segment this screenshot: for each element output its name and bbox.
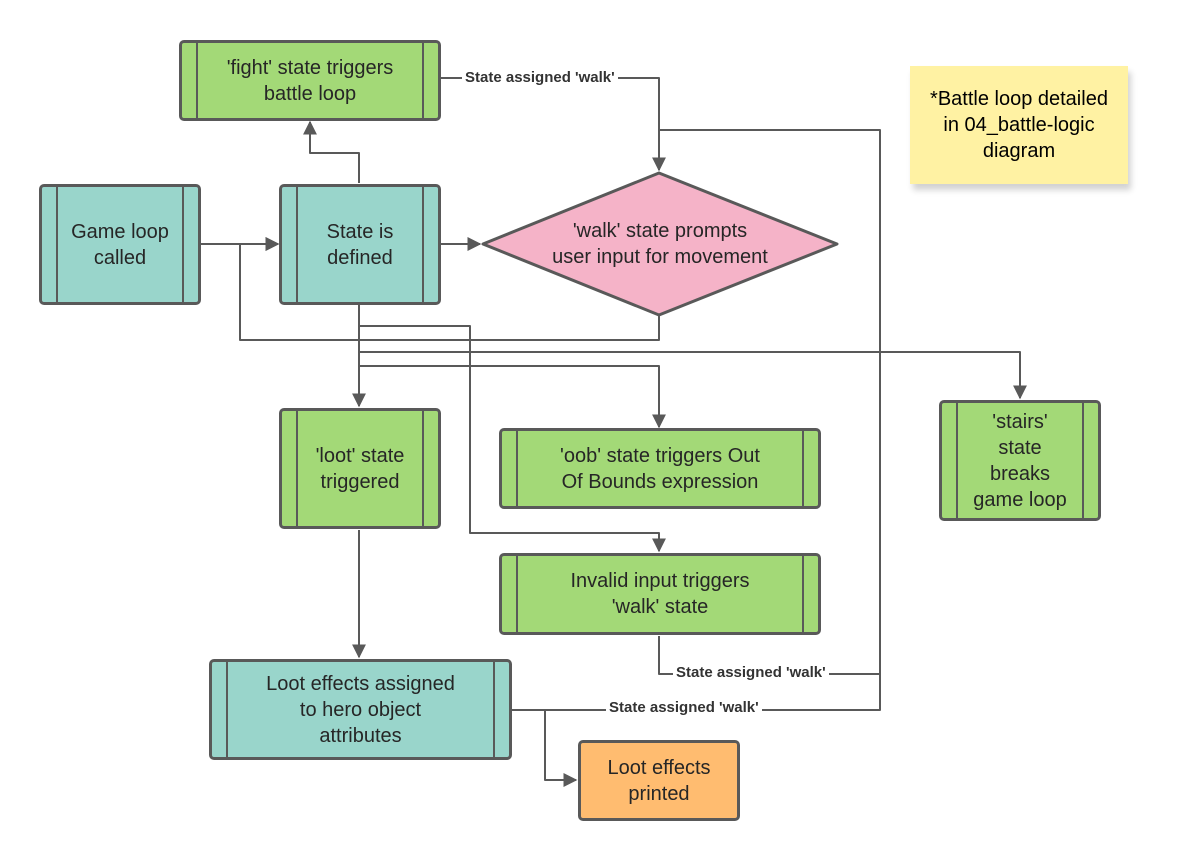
node-game-loop-label: Game loop called: [71, 220, 169, 269]
edge-label-loot-to-walk: State assigned 'walk': [606, 699, 762, 716]
node-game-loop: Game loop called: [39, 184, 201, 305]
edge-fight-to-walk: [441, 77, 666, 172]
node-oob-label: 'oob' state triggers Out Of Bounds expre…: [560, 444, 760, 493]
edge-effects-to-printed: [512, 709, 578, 787]
node-loot-printed-label: Loot effects printed: [607, 756, 711, 805]
sticky-note: *Battle loop detailed in 04_battle-logic…: [910, 66, 1128, 184]
node-stairs-label: 'stairs' state breaks game loop: [973, 410, 1067, 511]
node-walk-label: 'walk' state prompts user input for move…: [552, 220, 768, 268]
node-loot-effects: Loot effects assigned to hero object att…: [209, 659, 512, 760]
node-invalid-label: Invalid input triggers 'walk' state: [570, 570, 750, 618]
edge-state-to-fight: [303, 120, 360, 183]
node-loot-printed: Loot effects printed: [578, 740, 740, 821]
node-loot-label: 'loot' state triggered: [315, 444, 405, 493]
node-state-defined: State is defined: [279, 184, 441, 305]
node-oob: 'oob' state triggers Out Of Bounds expre…: [499, 428, 821, 509]
node-invalid: Invalid input triggers 'walk' state: [499, 553, 821, 635]
edge-label-invalid-to-walk: State assigned 'walk': [673, 664, 829, 681]
node-loot: 'loot' state triggered: [279, 408, 441, 529]
edge-state-to-invalid: [358, 305, 666, 553]
node-loot-effects-label: Loot effects assigned to hero object att…: [266, 672, 455, 747]
node-state-defined-label: State is defined: [326, 220, 394, 269]
edge-state-to-stairs: [358, 305, 1027, 400]
edge-label-fight-to-walk: State assigned 'walk': [462, 69, 618, 86]
node-stairs: 'stairs' state breaks game loop: [939, 400, 1101, 521]
node-fight-label: 'fight' state triggers battle loop: [226, 56, 394, 105]
node-fight: 'fight' state triggers battle loop: [179, 40, 441, 121]
walk-decision-diamond: [481, 171, 839, 317]
edge-walk-to-state: [239, 237, 660, 341]
